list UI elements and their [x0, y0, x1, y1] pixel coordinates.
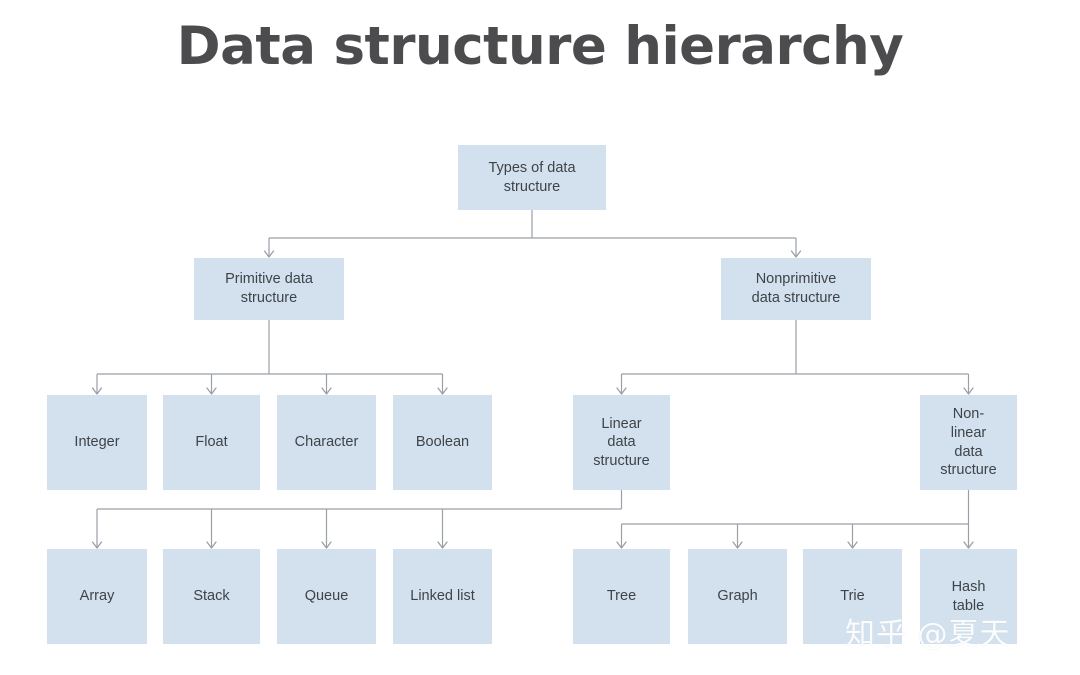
node-label-graph: Graph [717, 588, 758, 605]
arrow-icon-linear-to-stack [206, 541, 217, 549]
node-integer[interactable]: Integer [47, 395, 147, 490]
node-label-linear: Linear data structure [593, 415, 650, 469]
node-label-character: Character [294, 434, 359, 451]
node-label-boolean: Boolean [415, 434, 470, 451]
node-label-queue: Queue [304, 588, 349, 605]
node-graph[interactable]: Graph [688, 549, 787, 644]
node-nonlinear[interactable]: Non- linear data structure [920, 395, 1017, 490]
node-label-nonprimitive: Nonprimitive data structure [751, 271, 841, 306]
node-label-tree: Tree [606, 588, 637, 605]
arrow-icon-nonlinear-to-trie [847, 541, 858, 549]
node-label-stack: Stack [193, 588, 230, 605]
node-label-float: Float [195, 434, 228, 451]
node-linkedlist[interactable]: Linked list [393, 549, 492, 644]
node-character[interactable]: Character [277, 395, 376, 490]
arrow-icon-nonprimitive-to-linear [616, 387, 627, 395]
page-title: Data structure hierarchy [176, 16, 904, 77]
arrow-icon-linear-to-linkedlist [437, 541, 448, 549]
node-root[interactable]: Types of data structure [458, 145, 606, 210]
arrow-icon-linear-to-array [91, 541, 103, 549]
watermark: 知乎 @夏天 [845, 617, 1011, 652]
node-trie[interactable]: Trie [803, 549, 902, 644]
node-label-linkedlist: Linked list [410, 588, 475, 605]
node-label-hashtable: Hash table [951, 578, 986, 614]
node-primitive[interactable]: Primitive data structure [194, 258, 344, 320]
node-stack[interactable]: Stack [163, 549, 260, 644]
arrow-icon-nonlinear-to-tree [616, 541, 627, 549]
node-float[interactable]: Float [163, 395, 260, 490]
node-label-root: Types of data structure [488, 159, 576, 195]
node-label-integer: Integer [74, 434, 120, 451]
node-tree[interactable]: Tree [573, 549, 670, 644]
node-array[interactable]: Array [47, 549, 147, 644]
arrow-icon-nonlinear-to-hashtable [963, 541, 974, 549]
node-label-nonlinear: Non- linear data structure [940, 406, 997, 479]
node-label-array: Array [79, 588, 115, 605]
arrow-icon-root-to-primitive [263, 250, 275, 258]
arrow-icon-nonprimitive-to-nonlinear [963, 387, 974, 395]
node-linear[interactable]: Linear data structure [573, 395, 670, 490]
node-label-trie: Trie [840, 588, 865, 605]
arrow-icon-root-to-nonprimitive [790, 250, 802, 258]
arrow-icon-nonlinear-to-graph [732, 541, 743, 549]
node-label-primitive: Primitive data structure [225, 271, 313, 306]
arrow-icon-primitive-to-character [321, 387, 332, 395]
node-hashtable[interactable]: Hash table [920, 549, 1017, 644]
node-boolean[interactable]: Boolean [393, 395, 492, 490]
arrow-icon-primitive-to-integer [91, 387, 103, 395]
arrow-icon-primitive-to-float [206, 387, 217, 395]
arrow-icon-primitive-to-boolean [437, 387, 448, 395]
node-nonprimitive[interactable]: Nonprimitive data structure [721, 258, 871, 320]
node-queue[interactable]: Queue [277, 549, 376, 644]
arrow-icon-linear-to-queue [321, 541, 332, 549]
